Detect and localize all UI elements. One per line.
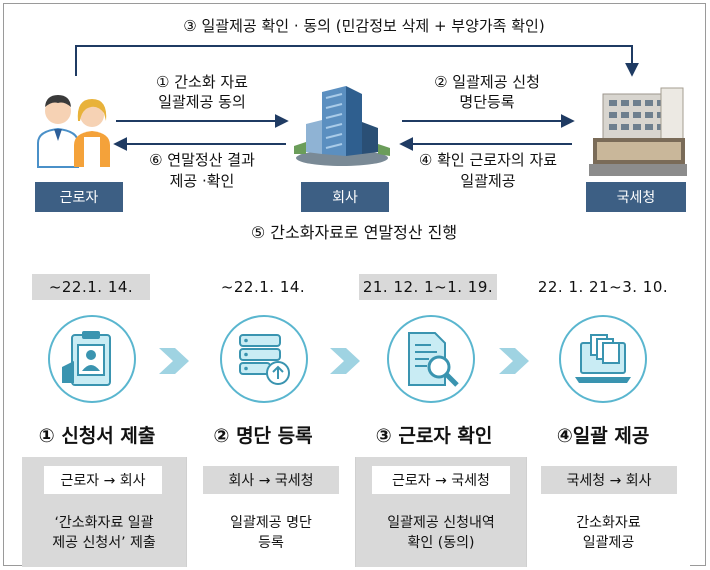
step6-label-line2: 제공 ·확인 <box>169 172 235 190</box>
diagram-frame: ③ 일괄제공 확인 · 동의 (민감정보 삭제 + 부양가족 확인) ① 간소화… <box>3 3 706 567</box>
step2-label-line2: 명단등록 <box>459 93 515 111</box>
step2-desc-line2: 등록 <box>258 535 284 551</box>
step4-desc-line1: 간소화자료 <box>576 515 641 531</box>
step1-desc-line2: 제공 신청서’ 제출 <box>52 535 156 551</box>
step4-title: ④일괄 제공 <box>556 425 650 447</box>
step3-label: ③ 일괄제공 확인 · 동의 (민감정보 삭제 + 부양가족 확인) <box>183 17 545 35</box>
step3-title: ③ 근로자 확인 <box>375 425 493 447</box>
step4-panel: 국세청 → 회사 간소화자료 일괄제공 <box>526 457 690 567</box>
document-search-icon <box>408 332 459 387</box>
step4-label-line2: 일괄제공 <box>460 172 516 190</box>
step3-desc-line1: 일괄제공 신청내역 <box>387 515 495 531</box>
step3-flow: 근로자 → 국세청 <box>372 466 510 494</box>
step3-arrow <box>75 45 639 77</box>
step1-title: ① 신청서 제출 <box>38 425 156 447</box>
chevron-right-icon <box>330 348 360 374</box>
database-upload-icon <box>239 334 290 385</box>
chevron-right-icon <box>499 348 529 374</box>
step2-title: ② 명단 등록 <box>213 425 313 447</box>
nts-building-icon <box>589 87 687 176</box>
step2-desc-line1: 일괄제공 명단 <box>230 515 312 531</box>
entity-company: 회사 <box>301 182 389 212</box>
workers-icon <box>37 95 110 168</box>
date-step2: ~22.1. 14. <box>220 278 306 296</box>
step2-flow: 회사 → 국세청 <box>203 466 339 494</box>
step2-label-line1: ② 일괄제공 신청 <box>434 73 540 91</box>
step5-label: ⑤ 간소화자료로 연말정산 진행 <box>250 223 458 242</box>
step1-flow: 근로자 → 회사 <box>44 466 162 494</box>
entity-worker: 근로자 <box>35 182 123 212</box>
date-step3: 21. 12. 1~1. 19. <box>359 274 497 300</box>
step1-desc-line1: ‘간소화자료 일괄 <box>54 515 154 531</box>
company-building-icon <box>294 86 390 166</box>
flow-arrows <box>75 45 639 151</box>
step6-label-line1: ⑥ 연말정산 결과 <box>149 151 255 169</box>
step2-panel: 회사 → 국세청 일괄제공 명단 등록 <box>186 457 356 567</box>
step4-desc-line2: 일괄제공 <box>582 535 635 551</box>
date-step4: 22. 1. 21~3. 10. <box>537 278 669 296</box>
step3-circle <box>387 315 475 403</box>
step3-desc-line2: 확인 (동의) <box>407 535 475 551</box>
chevron-right-icon <box>159 348 189 374</box>
step1-label-line1: ① 간소화 자료 <box>156 73 248 91</box>
step2-circle <box>220 315 308 403</box>
step4-label-line1: ④ 확인 근로자의 자료 <box>418 151 558 169</box>
step1-label-line2: 일괄제공 동의 <box>158 93 246 111</box>
step1-panel: 근로자 → 회사 ‘간소화자료 일괄 제공 신청서’ 제출 <box>22 457 186 567</box>
step1-circle <box>48 315 136 403</box>
clipboard-id-icon <box>62 331 111 386</box>
entity-nts: 국세청 <box>586 182 686 212</box>
date-step1: ~22.1. 14. <box>32 274 150 300</box>
step3-panel: 근로자 → 국세청 일괄제공 신청내역 확인 (동의) <box>356 457 526 567</box>
step4-flow: 국세청 → 회사 <box>541 466 677 494</box>
laptop-documents-icon <box>575 334 631 383</box>
step4-circle <box>559 315 647 403</box>
